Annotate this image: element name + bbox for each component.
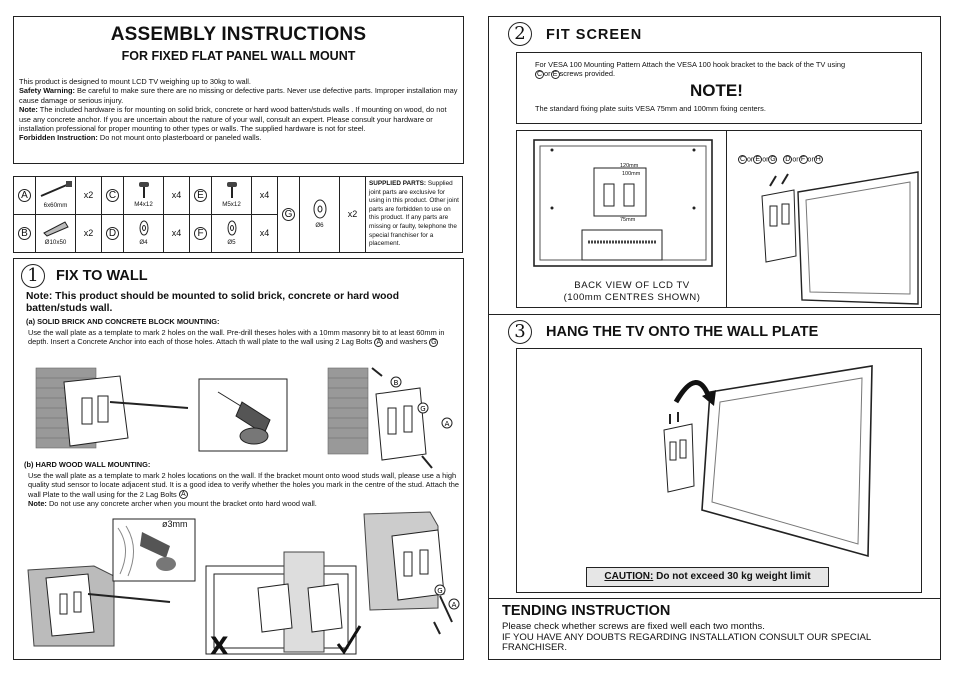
hardware-letter: B: [13, 213, 36, 253]
lag-bolt-icon: [40, 181, 72, 198]
forbidden-instruction: Forbidden Instruction: Do not mount onto…: [19, 133, 460, 142]
brick-wall-drilling-illustration: [35, 367, 189, 449]
step1-b-text: Use the wall plate as a template to mark…: [28, 471, 459, 509]
svg-text:G: G: [420, 405, 425, 413]
hardware-qty: x4: [163, 176, 190, 215]
step3-illustration-frame: [516, 348, 922, 593]
safety-label: Safety Warning:: [19, 86, 75, 96]
hardware-letter: F: [189, 213, 212, 253]
supplied-parts: SUPPLIED PARTS: Supplied joint parts are…: [365, 176, 463, 253]
hardware-letter: A: [13, 176, 36, 215]
step3-heading: HANG THE TV ONTO THE WALL PLATE: [546, 324, 819, 340]
drill-size-label: ø3mm: [162, 519, 188, 529]
step1-a-heading: (a) SOLID BRICK AND CONCRETE BLOCK MOUNT…: [26, 317, 220, 326]
hang-tv-illustration: [663, 365, 873, 558]
tending-divider: [488, 598, 941, 599]
intro-line: This product is designed to mount LCD TV…: [19, 77, 251, 86]
page-title: ASSEMBLY INSTRUCTIONS: [110, 24, 367, 45]
wood-wall-illustration: [27, 565, 171, 647]
step1-a-text: Use the wall plate as a template to mark…: [28, 328, 445, 347]
intro-text: This product is designed to mount LCD TV…: [19, 77, 460, 143]
step1-note: Note: This product should be mounted to …: [26, 291, 399, 314]
step2-panel: [488, 16, 941, 660]
step3-divider: [488, 314, 941, 315]
safety-text: Be careful to make sure there are no mis…: [19, 86, 458, 105]
hardware-table: A 6x60mm x2 C M4x12 x4 E M5x12 x4 G Ø6 x…: [13, 176, 463, 253]
step2-note-text: The standard fixing plate suits VESA 75m…: [535, 104, 766, 113]
hardware-letter: E: [189, 176, 212, 215]
bracket-to-tv-illustration: [761, 171, 919, 305]
vertical-divider: [726, 130, 727, 308]
step2-number: 2: [508, 22, 532, 46]
svg-text:G: G: [437, 587, 442, 595]
hardware-part-b: Ø10x50: [35, 213, 76, 253]
step1-panel: [13, 258, 464, 660]
bracket-installed-wood-illustration: G A: [363, 511, 460, 635]
page-subtitle: FOR FIXED FLAT PANEL WALL MOUNT: [121, 49, 356, 63]
tv-back-view-illustration: [533, 139, 713, 267]
hardware-qty: x2: [75, 213, 102, 253]
screw-icon: [226, 182, 237, 199]
caution-banner: CAUTION: Do not exceed 30 kg weight limi…: [586, 567, 829, 587]
washer-icon: [139, 220, 148, 236]
forbidden-text: Do not mount onto plasterboard or panele…: [97, 133, 262, 143]
step3-number: 3: [508, 320, 532, 344]
tv-back-caption: BACK VIEW OF LCD TV (100mm CENTRES SHOWN…: [563, 280, 701, 303]
svg-text:B: B: [394, 379, 399, 387]
dimension-75: 75mm: [620, 217, 636, 223]
svg-text:X: X: [210, 632, 229, 658]
note-label: Note:: [19, 105, 38, 115]
hardware-letter: D: [101, 213, 124, 253]
step2-note-heading: NOTE!: [690, 81, 743, 100]
wood-stud-bracket-illustration: X: [205, 551, 362, 658]
washer-icon: [227, 220, 236, 236]
bracket-installed-brick-illustration: B G A: [327, 367, 453, 469]
intro-note: Note: The included hardware is for mount…: [19, 105, 460, 133]
hardware-part-c: M4x12: [123, 176, 164, 215]
svg-text:A: A: [452, 601, 457, 609]
intro-panel: [13, 16, 464, 164]
drill-icon: [198, 378, 288, 452]
hardware-qty: x2: [75, 176, 102, 215]
step2-heading: FIT SCREEN: [546, 27, 643, 43]
hardware-part-d: Ø4: [123, 213, 164, 253]
washer-icon: [313, 199, 326, 219]
note-text: The included hardware is for mounting on…: [19, 105, 447, 134]
hardware-qty: x4: [163, 213, 190, 253]
hardware-part-a: 6x60mm: [35, 176, 76, 215]
step2-info-box: [516, 52, 922, 124]
hardware-qty: x4: [251, 176, 278, 215]
step1-number: 1: [21, 264, 45, 288]
tending-heading: TENDING INSTRUCTION: [502, 603, 671, 619]
safety-warning: Safety Warning: Be careful to make sure …: [19, 86, 460, 105]
hardware-part-f: Ø5: [211, 213, 252, 253]
step2-text: For VESA 100 Mounting Pattern Attach the…: [535, 60, 846, 79]
tv-back-frame: [516, 130, 922, 308]
dimension-100: 100mm: [622, 171, 641, 177]
hardware-part-e: M5x12: [211, 176, 252, 215]
step1-b-heading: (b) HARD WOOD WALL MOUNTING:: [24, 460, 151, 469]
dimension-120: 120mm: [620, 163, 639, 169]
wood-drill-illustration: [112, 518, 196, 582]
hardware-letter: C: [101, 176, 124, 215]
hardware-part-g: Ø6: [299, 176, 340, 253]
svg-text:A: A: [445, 420, 450, 428]
step1-heading: FIX TO WALL: [56, 268, 148, 284]
hardware-qty: x2: [339, 176, 366, 253]
hardware-letter: G: [277, 176, 300, 253]
hardware-qty: x4: [251, 213, 278, 253]
tending-text: Please check whether screws are fixed we…: [502, 621, 871, 654]
screw-icon: [138, 182, 149, 199]
anchor-icon: [42, 221, 69, 237]
forbidden-label: Forbidden Instruction:: [19, 133, 98, 143]
